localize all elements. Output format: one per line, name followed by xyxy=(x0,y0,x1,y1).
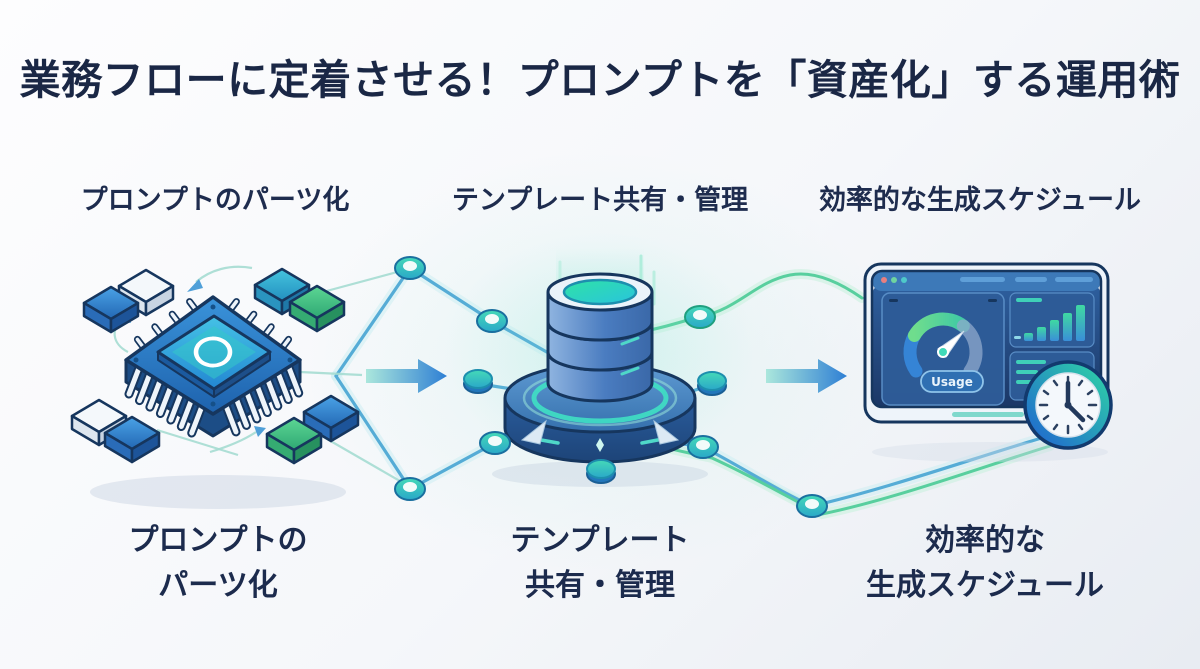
ring-node xyxy=(394,256,426,280)
puzzle-piece-bottom-right-green xyxy=(265,416,323,465)
up-arrow-left xyxy=(520,419,547,445)
database-network-icon xyxy=(394,232,828,518)
window-control-dots xyxy=(881,277,907,283)
ring-node xyxy=(684,305,716,329)
clock-icon xyxy=(1023,360,1113,450)
ring-node xyxy=(394,477,426,501)
ring-node xyxy=(476,309,508,333)
bar-chart-panel xyxy=(1009,292,1095,348)
section-1-top-label: プロンプトのパーツ化 xyxy=(80,185,350,216)
clock-ticks xyxy=(1038,375,1098,435)
arrow-right-icon xyxy=(366,359,447,393)
usage-dashboard-icon: Usage xyxy=(863,262,1113,462)
database-disc-stack xyxy=(546,272,654,403)
section-3-bottom-line-2: 生成スケジュール xyxy=(866,568,1104,603)
section-2-bottom-label: テンプレート 共有・管理 xyxy=(450,518,750,608)
ring-node xyxy=(796,494,828,518)
section-1-bottom-line-2: パーツ化 xyxy=(158,568,278,603)
arrow-right-icon xyxy=(766,359,847,393)
section-3-bottom-line-1: 効率的な xyxy=(925,523,1045,558)
up-arrow-right xyxy=(653,419,680,445)
puzzle-piece-top-right-green xyxy=(288,284,346,333)
section-2-bottom-line-2: 共有・管理 xyxy=(525,568,675,603)
disc-node xyxy=(463,369,493,394)
network-nodes xyxy=(394,256,828,518)
gauge-icon xyxy=(903,312,983,378)
section-1-bottom-line-1: プロンプトの xyxy=(128,523,308,558)
puzzle-piece-bottom-left-blue xyxy=(103,415,161,464)
clock-hands xyxy=(1065,380,1086,423)
flow-arrow-small xyxy=(254,426,266,437)
section-1-bottom-label: プロンプトの パーツ化 xyxy=(68,518,368,608)
ai-chip-with-puzzle-pieces-icon xyxy=(70,265,413,509)
gauge-panel: Usage xyxy=(881,292,1005,406)
disc-node xyxy=(697,371,727,396)
section-2-top-label: テンプレート共有・管理 xyxy=(451,185,749,216)
chip-shadow xyxy=(90,475,346,509)
window-bottom-handle xyxy=(952,412,1024,417)
puzzle-piece-top-left-blue xyxy=(82,285,140,334)
section-2-bottom-line-1: テンプレート xyxy=(510,523,690,558)
dashboard-shadow xyxy=(872,442,1108,462)
disc-node xyxy=(586,459,616,484)
flow-arrow-small xyxy=(187,279,203,292)
top-bar-menu-pills xyxy=(960,277,1093,282)
bar-chart-icon xyxy=(1014,305,1085,341)
puzzle-piece-bottom-right-blue xyxy=(302,394,360,443)
ai-swirl-logo-icon xyxy=(193,336,233,368)
page-title: 業務フローに定着させる！プロンプトを「資産化」する運用術 xyxy=(19,56,1181,104)
ring-node xyxy=(687,435,719,459)
section-3-bottom-label: 効率的な 生成スケジュール xyxy=(820,518,1150,608)
ring-node xyxy=(479,431,511,455)
usage-button-label: Usage xyxy=(931,375,973,389)
chip-body xyxy=(124,295,300,438)
section-3-top-label: 効率的な生成スケジュール xyxy=(818,185,1142,216)
usage-button: Usage xyxy=(920,370,984,393)
